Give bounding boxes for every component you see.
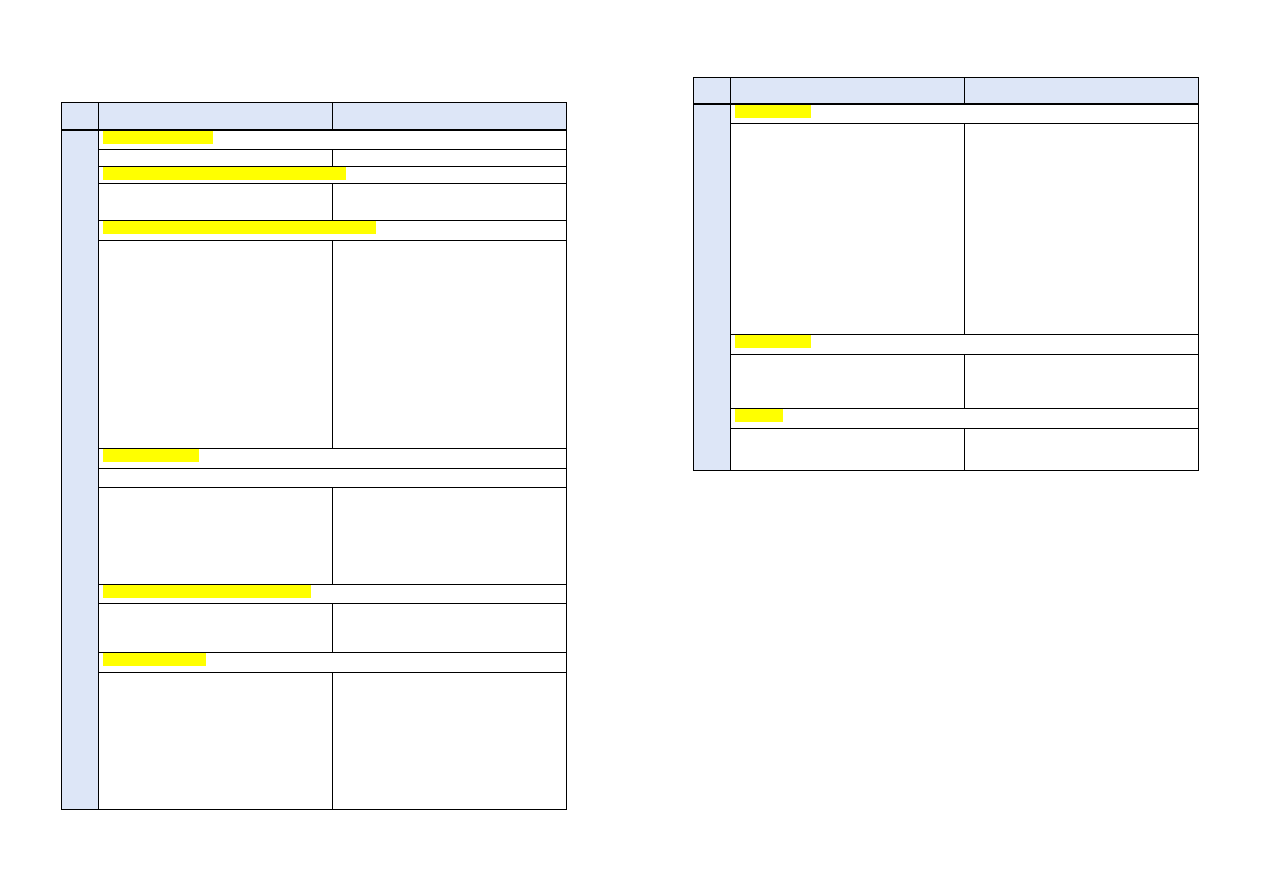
highlighted-heading xyxy=(735,104,811,118)
table-cell xyxy=(98,183,333,221)
table-row xyxy=(62,183,567,221)
table-row xyxy=(62,149,567,167)
table-cell xyxy=(332,183,567,221)
table-row xyxy=(61,129,567,810)
left-header-cell-1 xyxy=(61,102,99,131)
section-heading-row xyxy=(730,103,1199,124)
table-row xyxy=(694,354,1199,409)
left-side-label-cell xyxy=(61,129,99,810)
table-cell xyxy=(98,672,333,810)
highlighted-heading xyxy=(103,167,346,180)
right-header-cell-3 xyxy=(964,77,1199,105)
table-cell xyxy=(332,149,567,167)
right-table-header-row xyxy=(693,77,1199,105)
table-row xyxy=(62,584,567,604)
table-cell xyxy=(332,672,567,810)
table-row xyxy=(62,448,567,469)
left-header-cell-3 xyxy=(332,102,567,131)
highlighted-heading xyxy=(103,585,311,598)
section-heading-row xyxy=(730,408,1199,429)
section-heading-row xyxy=(98,166,567,184)
left-header-cell-2 xyxy=(98,102,333,131)
right-header-cell-1 xyxy=(693,77,731,105)
left-page xyxy=(61,102,567,810)
table-cell xyxy=(964,354,1199,409)
table-row xyxy=(694,408,1199,429)
table-row xyxy=(62,672,567,810)
table-cell xyxy=(730,428,965,471)
table-cell xyxy=(730,354,965,409)
table-cell xyxy=(332,487,567,585)
left-table-header-row xyxy=(61,102,567,131)
section-heading-row xyxy=(98,129,567,150)
table-row xyxy=(62,166,567,184)
right-side-label-cell xyxy=(693,103,731,471)
highlighted-heading xyxy=(103,130,213,144)
highlighted-heading xyxy=(735,409,783,422)
table-row xyxy=(694,123,1199,335)
table-row xyxy=(694,334,1199,355)
highlighted-heading xyxy=(103,653,206,666)
table-row xyxy=(62,468,567,488)
table-cell xyxy=(98,603,333,653)
right-page xyxy=(631,0,1262,893)
right-header-cell-2 xyxy=(730,77,965,105)
section-heading-row xyxy=(730,334,1199,355)
section-heading-row xyxy=(98,220,567,241)
table-cell xyxy=(98,468,567,488)
table-cell xyxy=(332,240,567,449)
table-row xyxy=(62,240,567,449)
table-row xyxy=(62,652,567,673)
table-cell xyxy=(964,428,1199,471)
table-cell xyxy=(98,487,333,585)
left-table xyxy=(61,102,567,810)
highlighted-heading xyxy=(735,335,811,348)
table-row xyxy=(62,220,567,241)
table-cell xyxy=(730,123,965,335)
table-row xyxy=(693,103,1199,471)
table-cell xyxy=(332,603,567,653)
section-heading-row xyxy=(98,448,567,469)
table-cell xyxy=(98,240,333,449)
highlighted-heading xyxy=(103,221,376,234)
table-row xyxy=(694,428,1199,471)
highlighted-heading xyxy=(103,449,199,462)
table-row xyxy=(62,603,567,653)
table-cell xyxy=(98,149,333,167)
section-heading-row xyxy=(98,652,567,673)
right-table xyxy=(693,77,1199,471)
table-cell xyxy=(964,123,1199,335)
table-row xyxy=(62,487,567,585)
section-heading-row xyxy=(98,584,567,604)
